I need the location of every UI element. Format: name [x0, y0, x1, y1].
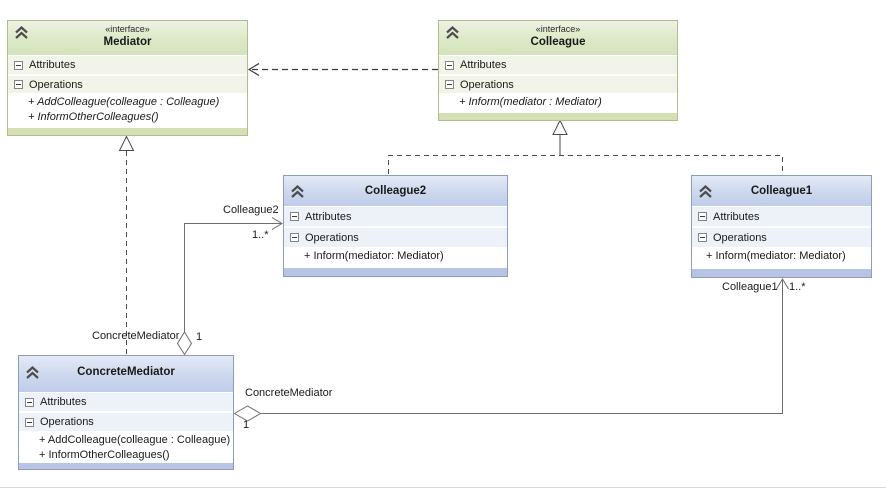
collapse-minus-icon[interactable]	[290, 212, 299, 221]
aggregation-diamond-icon	[176, 331, 193, 356]
collapse-chevron-icon[interactable]	[698, 181, 713, 198]
operations-compartment[interactable]: Operations	[692, 227, 871, 248]
association-role-label: ConcreteMediator	[92, 330, 180, 342]
attributes-label: Attributes	[29, 59, 76, 71]
attributes-compartment[interactable]: Attributes	[692, 206, 871, 227]
box-footer-strip	[692, 268, 871, 277]
operations-list: + Inform(mediator : Mediator)	[439, 94, 677, 112]
operations-list: + Inform(mediator: Mediator)	[284, 248, 507, 267]
class-name: Colleague	[530, 36, 586, 48]
collapse-minus-icon[interactable]	[25, 397, 34, 407]
open-arrowhead	[271, 217, 283, 230]
association-multiplicity-label: 1	[196, 331, 203, 343]
realization-concretemediator-to-mediator[interactable]	[118, 135, 135, 355]
operations-list: + Inform(mediator: Mediator)	[692, 248, 871, 268]
operation-item[interactable]: + Inform(mediator: Mediator)	[304, 250, 444, 262]
class-stereotype: «interface»	[535, 24, 581, 34]
collapse-minus-icon[interactable]	[14, 80, 23, 89]
collapse-chevron-icon[interactable]	[14, 26, 29, 40]
operations-list: + AddColleague(colleague : Colleague) + …	[8, 94, 247, 127]
attributes-label: Attributes	[305, 210, 352, 223]
operations-label: Operations	[713, 231, 767, 244]
class-header[interactable]: «interface» Mediator	[8, 21, 247, 55]
operation-item[interactable]: + AddColleague(colleague : Colleague)	[28, 96, 220, 108]
association-concretemediator-to-colleague2[interactable]	[176, 217, 283, 356]
collapse-minus-icon[interactable]	[698, 212, 707, 221]
class-box-mediator[interactable]: «interface» Mediator Attributes Operatio…	[7, 20, 248, 136]
operations-compartment[interactable]: Operations	[284, 227, 507, 248]
aggregation-diamond-icon	[233, 405, 262, 422]
box-footer-strip	[439, 112, 677, 120]
box-footer-strip	[19, 462, 233, 469]
operations-label: Operations	[40, 416, 94, 428]
association-multiplicity-label: 1..*	[252, 229, 269, 241]
class-name: Colleague2	[364, 185, 427, 197]
box-footer-strip	[8, 127, 247, 135]
class-header[interactable]: Colleague2	[284, 176, 507, 206]
class-header[interactable]: ConcreteMediator	[19, 356, 233, 392]
operation-item[interactable]: + InformOtherColleagues()	[28, 111, 159, 123]
class-box-colleague1[interactable]: Colleague1 Attributes Operations + Infor…	[691, 175, 872, 278]
operation-item[interactable]: + AddColleague(colleague : Colleague)	[39, 434, 231, 446]
collapse-minus-icon[interactable]	[290, 233, 299, 242]
class-header[interactable]: Colleague1	[692, 176, 871, 206]
operations-list: + AddColleague(colleague : Colleague) + …	[19, 432, 233, 462]
attributes-label: Attributes	[40, 396, 87, 408]
attributes-compartment[interactable]: Attributes	[439, 55, 677, 75]
collapse-minus-icon[interactable]	[445, 80, 454, 89]
attributes-compartment[interactable]: Attributes	[19, 392, 233, 412]
open-arrowhead	[247, 62, 260, 77]
attributes-label: Attributes	[460, 59, 507, 71]
collapse-chevron-icon[interactable]	[290, 181, 305, 198]
operations-label: Operations	[305, 231, 359, 244]
open-arrowhead	[776, 278, 789, 290]
operations-label: Operations	[29, 78, 83, 91]
class-header[interactable]: «interface» Colleague	[439, 21, 677, 55]
association-role-label: Colleague1	[722, 281, 778, 293]
class-box-colleague[interactable]: «interface» Colleague Attributes Operati…	[438, 20, 678, 121]
association-multiplicity-label: 1..*	[789, 281, 806, 293]
collapse-minus-icon[interactable]	[14, 60, 23, 70]
class-name: Mediator	[103, 36, 152, 48]
collapse-minus-icon[interactable]	[25, 417, 34, 427]
collapse-minus-icon[interactable]	[445, 60, 454, 70]
operations-compartment[interactable]: Operations	[439, 75, 677, 94]
hollow-triangle-arrowhead	[118, 135, 135, 151]
class-name: Colleague1	[750, 185, 813, 197]
collapse-minus-icon[interactable]	[698, 233, 707, 242]
operation-item[interactable]: + InformOtherColleagues()	[39, 449, 170, 461]
class-box-concretemediator[interactable]: ConcreteMediator Attributes Operations +…	[18, 355, 234, 470]
operations-compartment[interactable]: Operations	[19, 412, 233, 432]
class-stereotype: «interface»	[105, 24, 150, 34]
collapse-chevron-icon[interactable]	[25, 361, 40, 379]
operation-item[interactable]: + Inform(mediator: Mediator)	[706, 250, 846, 262]
box-footer-strip	[284, 267, 507, 276]
realization-colleagues-to-colleague[interactable]	[388, 119, 783, 175]
association-concretemediator-to-colleague1[interactable]	[233, 278, 789, 422]
operation-item[interactable]: + Inform(mediator : Mediator)	[459, 96, 602, 108]
operations-label: Operations	[460, 78, 514, 91]
association-role-label: ConcreteMediator	[245, 387, 333, 399]
association-multiplicity-label: 1	[243, 419, 250, 431]
hollow-triangle-arrowhead	[552, 119, 568, 135]
operations-compartment[interactable]: Operations	[8, 75, 247, 94]
attributes-compartment[interactable]: Attributes	[8, 55, 247, 75]
class-name: ConcreteMediator	[77, 366, 175, 378]
attributes-label: Attributes	[713, 210, 760, 223]
association-role-label: Colleague2	[223, 204, 279, 216]
collapse-chevron-icon[interactable]	[445, 26, 460, 40]
attributes-compartment[interactable]: Attributes	[284, 206, 507, 227]
class-box-colleague2[interactable]: Colleague2 Attributes Operations + Infor…	[283, 175, 508, 277]
dependency-colleague-to-mediator[interactable]	[247, 62, 438, 77]
